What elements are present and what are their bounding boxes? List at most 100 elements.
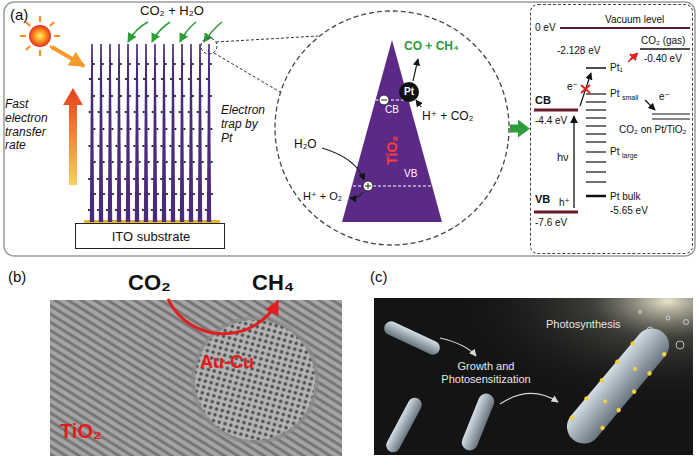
node-text: H₂O — [294, 138, 317, 152]
triangle-shape — [342, 40, 442, 222]
node-text: Vacuum level — [605, 14, 664, 26]
node-text: TiO₂ — [384, 135, 400, 164]
node-text: -0.40 eV — [644, 53, 682, 65]
gas-inflow-arrows — [128, 22, 148, 42]
sun-icon — [54, 35, 60, 37]
sun-icon — [39, 16, 41, 22]
energy-levels — [652, 113, 690, 114]
bacteria-image — [569, 415, 575, 421]
node-text: CB — [535, 94, 551, 107]
nanorod-array — [178, 44, 186, 222]
bacteria-image — [631, 389, 637, 395]
electron-transfer-arrow — [63, 88, 83, 185]
reaction-arrows — [416, 100, 421, 107]
node-text: Pt — [610, 146, 619, 158]
node-text: h⁺ — [559, 197, 570, 209]
energy-levels — [586, 181, 606, 182]
figure-label: Fast electron transfer rate — [5, 98, 59, 153]
bacteria-image — [599, 425, 605, 431]
bacteria-image — [666, 316, 670, 320]
energy-levels — [586, 195, 606, 198]
bacteria-image — [630, 340, 636, 346]
nanorod-array — [124, 44, 132, 222]
energy-levels — [534, 109, 578, 112]
node-text: e⁻ — [567, 81, 578, 93]
conversion-arrow — [168, 299, 278, 334]
transition-arrows — [628, 53, 638, 62]
charge-symbols — [363, 181, 373, 191]
nanorod-array — [205, 44, 213, 222]
bacteria-image — [440, 338, 476, 356]
electron-transfer-arrow — [63, 88, 83, 185]
dashed-circle — [275, 11, 509, 245]
node-text: Pt — [610, 88, 619, 100]
transition-arrows — [645, 100, 655, 110]
bacteria-image — [559, 321, 677, 452]
charge-symbols — [381, 100, 387, 101]
node-text: VB — [535, 193, 550, 206]
bacteria-image — [684, 320, 689, 325]
gas-inflow-arrows — [180, 22, 196, 42]
sun-icon — [26, 46, 30, 50]
blocked-mark — [581, 85, 590, 93]
charge-symbols — [379, 95, 389, 105]
bacteria-image — [374, 298, 693, 455]
energy-levels — [586, 161, 606, 162]
energy-levels — [534, 28, 690, 212]
charge-symbols — [368, 183, 369, 189]
energy-levels — [586, 109, 606, 110]
nanorod-array — [187, 44, 195, 222]
blocked-mark — [630, 54, 636, 60]
bacteria-image — [639, 311, 642, 314]
gas-inflow-arrows — [128, 22, 222, 42]
bacteria-image — [676, 341, 684, 349]
energy-levels — [586, 133, 606, 134]
bacteria-image — [384, 395, 425, 455]
energy-levels — [586, 141, 606, 142]
zoom-circle: CO + CH₄H⁺ + CO₂H₂OH⁺ + O₂CBTiO₂VBPt — [274, 10, 510, 246]
figure-label: (b) — [8, 268, 26, 285]
transition-arrows — [580, 73, 591, 106]
bacteria-image — [583, 396, 589, 402]
energy-levels — [586, 117, 606, 118]
bacteria-image — [500, 393, 558, 404]
energy-levels — [586, 67, 606, 69]
figure-label: CH₄ — [252, 270, 294, 295]
nanorod-array — [97, 44, 105, 222]
zoom-leader — [216, 36, 318, 42]
tem-image — [195, 320, 315, 440]
figure-label: TiO₂ — [60, 420, 102, 443]
node-text: hν — [557, 151, 569, 164]
figure-label: (c) — [370, 268, 388, 285]
bacteria-image — [616, 407, 622, 413]
energy-levels — [534, 211, 578, 214]
sun-icon — [20, 35, 26, 37]
energy-levels — [586, 93, 606, 94]
conversion-arrow — [168, 299, 278, 334]
energy-panel: 0 eV Vacuum level -2.128 eV CO₂ (gas) -0.40 … — [530, 4, 693, 254]
nanorod-array — [169, 44, 177, 222]
bacteria-image — [568, 331, 668, 441]
blocked-mark — [581, 85, 590, 93]
tio2-triangle-outline — [342, 40, 442, 222]
bacteria-image — [614, 359, 620, 365]
node-text: small — [622, 94, 638, 102]
node-text: ITO substrate — [112, 230, 191, 245]
bacteria-image — [374, 298, 693, 455]
node-text: CO₂ on Pt/TiO₂ — [619, 124, 686, 136]
zoom-circle-outline — [274, 10, 510, 246]
figure-label: Growth and Photosensitization — [436, 360, 536, 385]
nanorod-array — [88, 44, 96, 222]
figure-label: Photosynthesis — [546, 318, 621, 331]
tem-image — [50, 300, 342, 456]
tem-image — [50, 300, 342, 456]
node-text: -4.4 eV — [535, 115, 567, 127]
node-text: CB — [385, 104, 399, 116]
node-text: VB — [404, 168, 417, 180]
bacteria-image — [382, 319, 442, 357]
figure-label: Electron trap by Pt — [221, 104, 269, 145]
node-text: CO₂ (gas) — [641, 35, 685, 47]
zoom-leader — [201, 36, 318, 92]
node-text: 0 eV — [535, 22, 556, 34]
node-text: -2.128 eV — [557, 45, 600, 57]
